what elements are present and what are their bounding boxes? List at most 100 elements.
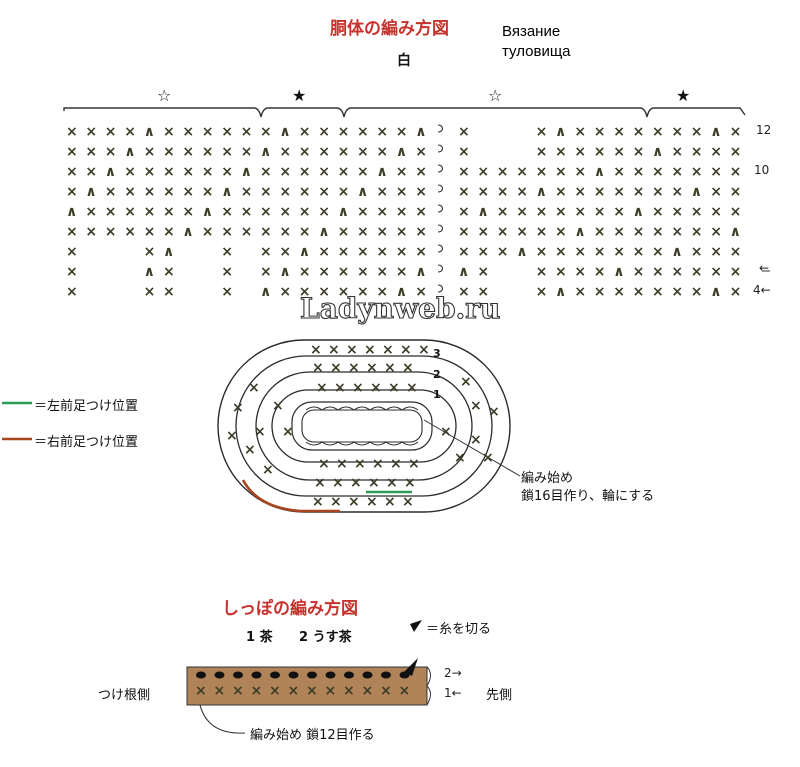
single-crochet-stitch: × xyxy=(182,124,194,140)
single-crochet-stitch: × xyxy=(396,164,408,180)
single-crochet-stitch: × xyxy=(633,284,645,300)
single-crochet-stitch: × xyxy=(396,244,408,260)
single-crochet-stitch: × xyxy=(372,456,384,472)
single-crochet-stitch: × xyxy=(415,184,427,200)
single-crochet-stitch: × xyxy=(594,224,606,240)
single-crochet-stitch: × xyxy=(318,264,330,280)
chain-column xyxy=(437,124,444,293)
single-crochet-stitch: × xyxy=(182,164,194,180)
body-chart-translation: Вязание туловища xyxy=(502,23,571,60)
cut-note-icon xyxy=(410,620,422,632)
single-crochet-stitch: × xyxy=(710,184,722,200)
increase-stitch: ∧ xyxy=(730,224,741,240)
single-crochet-stitch: × xyxy=(440,424,452,440)
single-crochet-stitch: × xyxy=(354,456,366,472)
tail-base-side: つけ根側 xyxy=(98,688,151,703)
single-crochet-stitch: × xyxy=(163,184,175,200)
single-crochet-stitch: × xyxy=(691,164,703,180)
single-crochet-stitch: × xyxy=(497,244,509,260)
single-crochet-stitch: × xyxy=(730,144,742,160)
single-crochet-stitch: × xyxy=(415,224,427,240)
oval-start-note-1: 編み始め xyxy=(521,471,574,486)
star-filled-icon: ★ xyxy=(676,86,690,105)
single-crochet-stitch: × xyxy=(85,204,97,220)
single-crochet-stitch: × xyxy=(338,184,350,200)
single-crochet-stitch: × xyxy=(368,475,380,491)
single-crochet-stitch: × xyxy=(163,224,175,240)
single-crochet-stitch: × xyxy=(105,224,117,240)
increase-stitch: ∧ xyxy=(458,264,469,280)
single-crochet-stitch: × xyxy=(574,144,586,160)
single-crochet-stitch: × xyxy=(380,683,392,699)
tail-start-note: 編み始め 鎖12目作る xyxy=(250,728,375,743)
single-crochet-stitch: × xyxy=(671,224,683,240)
single-crochet-stitch: × xyxy=(66,164,78,180)
single-crochet-stitch: × xyxy=(66,284,78,300)
single-crochet-stitch: × xyxy=(350,475,362,491)
single-crochet-stitch: × xyxy=(334,380,346,396)
single-crochet-stitch: × xyxy=(318,204,330,220)
single-crochet-stitch: × xyxy=(482,450,494,466)
single-crochet-stitch: × xyxy=(299,164,311,180)
single-crochet-stitch: × xyxy=(260,224,272,240)
single-crochet-stitch: × xyxy=(357,204,369,220)
single-crochet-stitch: × xyxy=(415,144,427,160)
star-outline-icon: ☆ xyxy=(157,86,171,105)
single-crochet-stitch: × xyxy=(710,164,722,180)
single-crochet-stitch: × xyxy=(163,284,175,300)
single-crochet-stitch: × xyxy=(163,204,175,220)
single-crochet-stitch: × xyxy=(536,264,548,280)
single-crochet-stitch: × xyxy=(260,264,272,280)
increase-stitch: ∧ xyxy=(241,164,252,180)
single-crochet-stitch: × xyxy=(338,144,350,160)
single-crochet-stitch: × xyxy=(338,164,350,180)
single-crochet-stitch: × xyxy=(386,475,398,491)
single-crochet-stitch: × xyxy=(325,683,337,699)
star-filled-icon: ★ xyxy=(292,86,306,105)
single-crochet-stitch: × xyxy=(458,224,470,240)
single-crochet-stitch: × xyxy=(364,342,376,358)
single-crochet-stitch: × xyxy=(574,164,586,180)
single-crochet-stitch: × xyxy=(366,494,378,510)
oval-stitch-marks: ××××××××××××××××××××××××××××××××××××××××… xyxy=(226,342,500,510)
chain-stitch xyxy=(362,671,373,679)
single-crochet-stitch: × xyxy=(279,224,291,240)
single-crochet-stitch: × xyxy=(402,494,414,510)
single-crochet-stitch: × xyxy=(288,683,300,699)
row-number-4: 4← xyxy=(753,283,771,297)
single-crochet-stitch: × xyxy=(221,164,233,180)
single-crochet-stitch: × xyxy=(671,124,683,140)
single-crochet-stitch: × xyxy=(221,284,233,300)
single-crochet-stitch: × xyxy=(124,124,136,140)
single-crochet-stitch: × xyxy=(279,164,291,180)
row-number-12: 12 xyxy=(756,123,772,137)
chain-stitch xyxy=(214,671,225,679)
single-crochet-stitch: × xyxy=(574,124,586,140)
single-crochet-stitch: × xyxy=(66,144,78,160)
increase-stitch: ∧ xyxy=(555,124,566,140)
single-crochet-stitch: × xyxy=(396,264,408,280)
chain-stitch xyxy=(399,671,410,679)
single-crochet-stitch: × xyxy=(613,184,625,200)
increase-stitch: ∧ xyxy=(671,244,682,260)
single-crochet-stitch: × xyxy=(105,204,117,220)
single-crochet-stitch: × xyxy=(376,184,388,200)
single-crochet-stitch: × xyxy=(613,224,625,240)
single-crochet-stitch: × xyxy=(613,204,625,220)
single-crochet-stitch: × xyxy=(555,244,567,260)
single-crochet-stitch: × xyxy=(454,450,466,466)
tail-tip-side: 先側 xyxy=(486,688,513,703)
chain-stitch xyxy=(196,671,206,679)
single-crochet-stitch: × xyxy=(85,224,97,240)
body-color-label: 白 xyxy=(397,53,411,69)
increase-stitch: ∧ xyxy=(357,184,368,200)
tail-color-2: 2 うす茶 xyxy=(299,630,352,645)
single-crochet-stitch: × xyxy=(260,184,272,200)
single-crochet-stitch: × xyxy=(415,284,427,300)
single-crochet-stitch: × xyxy=(497,204,509,220)
single-crochet-stitch: × xyxy=(124,224,136,240)
single-crochet-stitch: × xyxy=(338,244,350,260)
single-crochet-stitch: × xyxy=(269,683,281,699)
single-crochet-stitch: × xyxy=(396,184,408,200)
left-leg-legend-label: ＝左前足つけ位置 xyxy=(34,399,139,414)
